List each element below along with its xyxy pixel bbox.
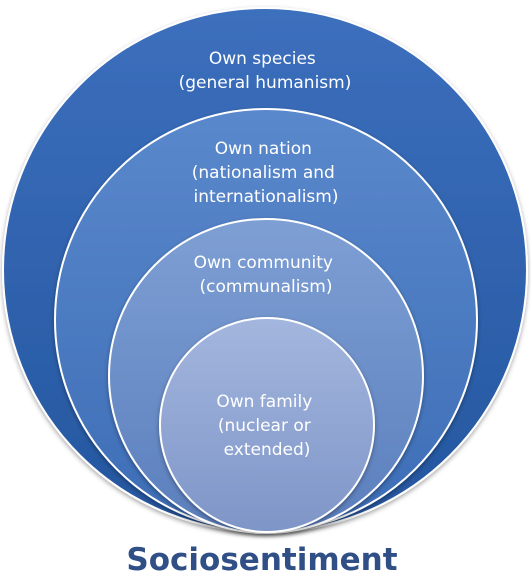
diagram-title: Sociosentiment: [126, 542, 397, 578]
ring-family-label: Own family (nuclear or extended): [216, 392, 317, 460]
ring-family: Own family (nuclear or extended): [159, 317, 375, 533]
ring-family-circle: [159, 317, 375, 533]
ring-species-label: Own species (general humanism): [179, 49, 352, 93]
ring-community-label: Own community (communalism): [194, 253, 339, 297]
ring-nation-label: Own nation (nationalism and internationa…: [192, 139, 340, 207]
